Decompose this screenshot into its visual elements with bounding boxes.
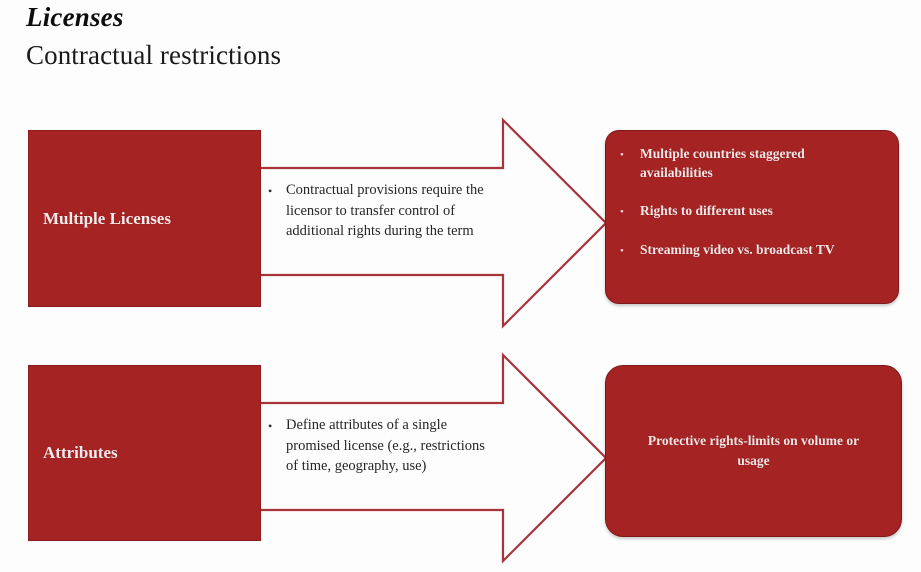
row-1-middle-text: Contractual provisions require the licen… [286, 182, 484, 240]
row-2-right-text: Protective rights-limits on volume or us… [647, 433, 860, 468]
bullet-icon: • [620, 244, 624, 257]
row-2-left-box[interactable]: Attributes [28, 365, 261, 541]
bullet-icon: • [268, 419, 273, 433]
list-item: • Streaming video vs. broadcast TV [620, 241, 882, 260]
row-2-left-label: Attributes [43, 443, 118, 463]
row-2-right-box[interactable]: Protective rights-limits on volume or us… [605, 365, 902, 537]
row-1-left-box[interactable]: Multiple Licenses [28, 130, 261, 307]
row-1-left-label: Multiple Licenses [43, 208, 171, 228]
row-1-right-bullet-3: Streaming video vs. broadcast TV [640, 241, 835, 257]
bullet-icon: • [268, 184, 273, 198]
page-title: Licenses [26, 2, 124, 32]
list-item: • Multiple countries staggered availabil… [620, 145, 882, 182]
row-1-middle-text-block: • Contractual provisions require the lic… [268, 180, 518, 242]
bullet-icon: • [620, 149, 624, 161]
row-1-right-bullet-1: Multiple countries staggered availabilit… [640, 146, 805, 180]
row-2-middle-text: Define attributes of a single promised l… [286, 417, 485, 475]
page-subtitle: Contractual restrictions [26, 40, 282, 70]
row-1-right-bullet-2: Rights to different uses [640, 203, 773, 219]
row-2-middle-text-block: • Define attributes of a single promised… [268, 415, 518, 477]
list-item: • Rights to different uses [620, 202, 882, 221]
row-1-right-box[interactable]: • Multiple countries staggered availabil… [605, 130, 899, 304]
bullet-icon: • [620, 206, 624, 219]
